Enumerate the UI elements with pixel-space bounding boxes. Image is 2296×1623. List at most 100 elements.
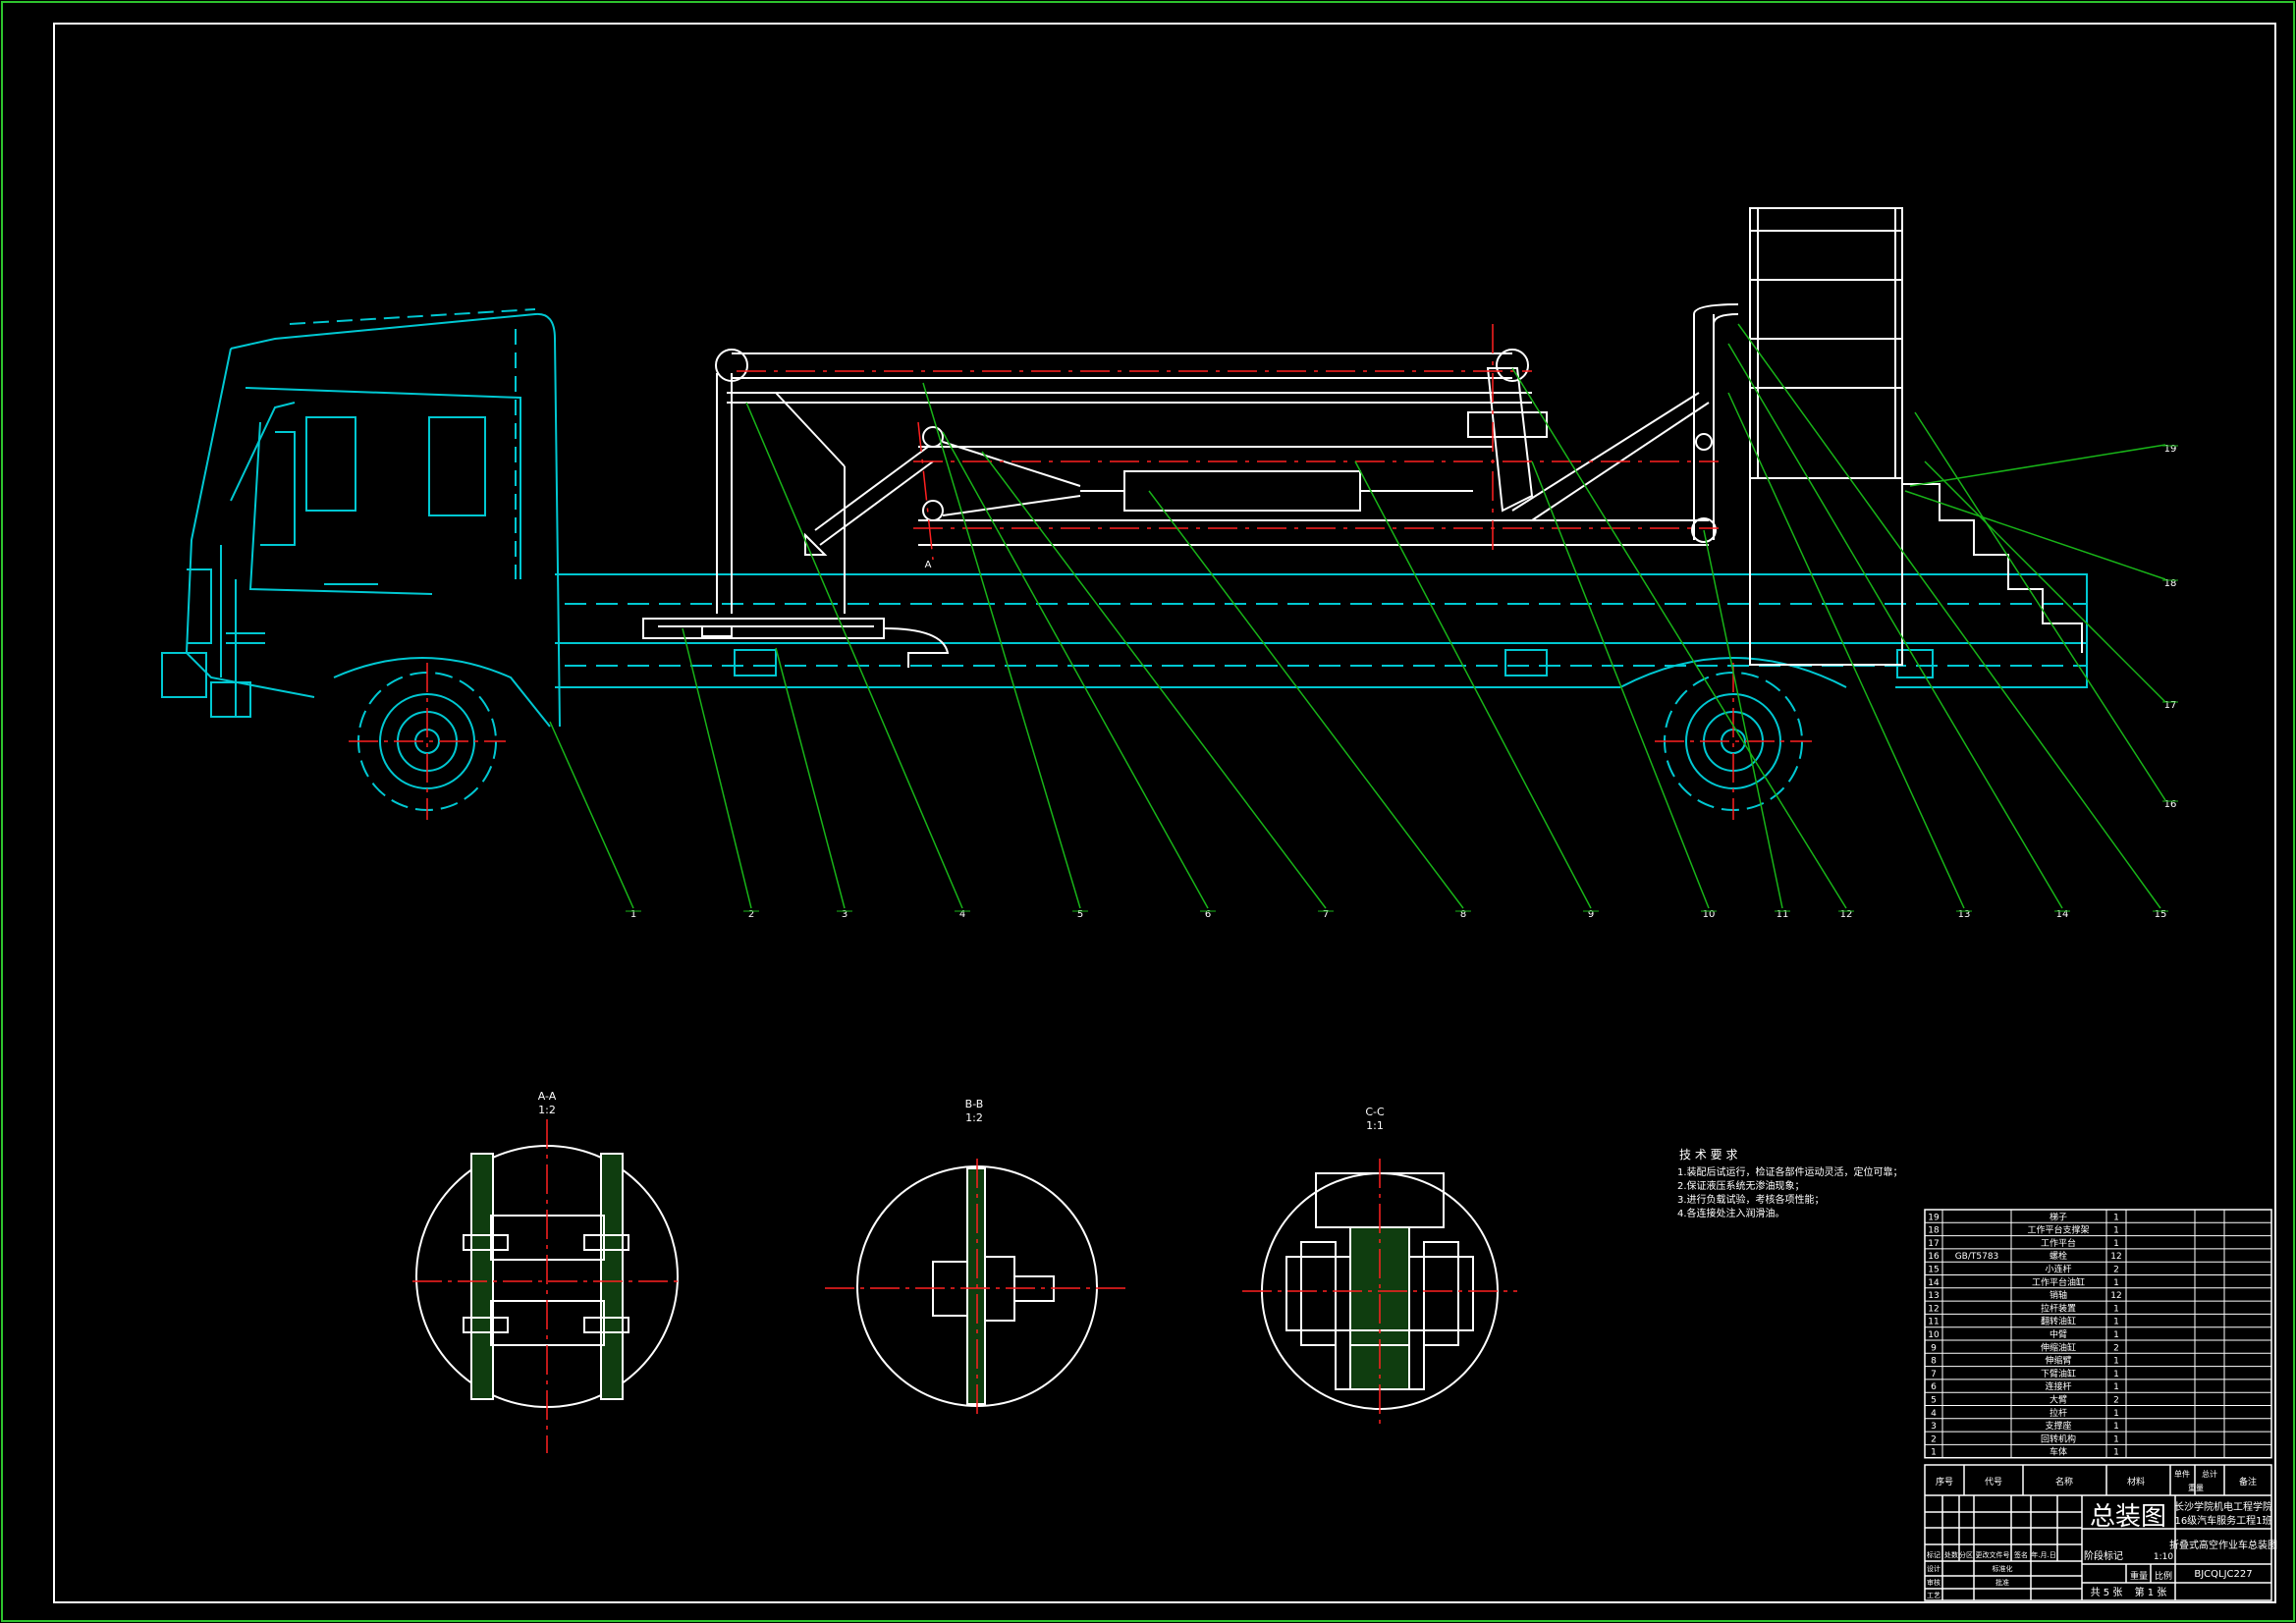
bom-no: 4	[1931, 1409, 1937, 1419]
bom-name: 大臂	[2050, 1394, 2067, 1406]
bom-name: 车体	[2050, 1446, 2067, 1458]
callout-label: 11	[1777, 909, 1789, 920]
bom-name: 梯子	[2050, 1211, 2067, 1222]
callout-label: 9	[1588, 909, 1594, 920]
bom-qty: 2	[2113, 1266, 2119, 1275]
callout-label: 13	[1958, 909, 1971, 920]
truck-cab	[161, 308, 561, 728]
bom-name: 连接杆	[2045, 1380, 2071, 1392]
callout-label: 18	[2164, 578, 2177, 589]
bom-header-row: 序号代号名称材料单件总计重量备注	[1936, 1469, 2257, 1492]
callout-label: 8	[1460, 909, 1466, 920]
section-c-c	[1242, 1159, 1517, 1424]
callout-label: 19	[2164, 444, 2177, 455]
title-block	[1924, 1464, 2272, 1601]
callout-label: 1	[630, 909, 636, 920]
bom-qty: 1	[2113, 1370, 2119, 1380]
bom-qty: 1	[2113, 1409, 2119, 1419]
bom-no: 18	[1928, 1226, 1940, 1236]
callout-label: 16	[2164, 799, 2177, 810]
notes-header: 技 术 要 求	[1679, 1148, 1737, 1162]
bom-name: 拉杆装置	[2041, 1302, 2076, 1314]
role-label: 分区	[1959, 1550, 1973, 1559]
bom-no: 9	[1931, 1343, 1937, 1353]
bom-name: 工作平台	[2041, 1237, 2076, 1249]
role-label: 更改文件号	[1976, 1550, 2010, 1559]
bom-qty: 12	[2110, 1252, 2121, 1262]
bom-header-single: 单件	[2174, 1469, 2190, 1479]
bom-no: 12	[1928, 1304, 1939, 1314]
section-c-label: C-C	[1365, 1106, 1385, 1118]
section-a-label: A-A	[538, 1090, 557, 1103]
arrow-label-a: A	[925, 560, 932, 570]
callout-label: 5	[1077, 909, 1083, 920]
bom-no: 11	[1928, 1318, 1939, 1327]
callout-label: 12	[1840, 909, 1853, 920]
role-label: 签名	[2014, 1550, 2028, 1559]
callout-label: 17	[2164, 700, 2177, 711]
bom-no: 6	[1931, 1382, 1937, 1392]
note-line: 4.各连接处注入润滑油。	[1677, 1207, 1785, 1219]
callout-label: 14	[2056, 909, 2069, 920]
bom-no: 3	[1931, 1422, 1937, 1432]
bom-header-total: 总计	[2202, 1469, 2217, 1479]
bom-qty: 1	[2113, 1226, 2119, 1236]
boom-structure	[642, 207, 2083, 668]
bom-qty: 12	[2110, 1291, 2121, 1301]
front-wheel	[349, 663, 506, 820]
drawing-title: 总装图	[2090, 1502, 2166, 1532]
note-line: 3.进行负载试验，考核各项性能；	[1677, 1193, 1825, 1206]
callout-label: 15	[2155, 909, 2167, 920]
role-label: 处数	[1944, 1550, 1958, 1559]
bom-header-code: 代号	[1985, 1477, 2002, 1488]
callout-label: 7	[1323, 909, 1329, 920]
title-block-role-labels: 标记处数分区更改文件号签名年.月.日	[1927, 1550, 2056, 1559]
note-line: 2.保证液压系统无渗油现象；	[1677, 1179, 1805, 1192]
sign-label: 工艺	[1927, 1592, 1941, 1599]
callout-label: 4	[959, 909, 965, 920]
bom-no: 16	[1928, 1252, 1940, 1262]
bom-name: 支撑座	[2045, 1420, 2071, 1432]
sign-extra-label: 标准化	[1993, 1564, 2013, 1573]
section-b-scale: 1:2	[965, 1111, 983, 1124]
sheet-number: 第 1 张	[2135, 1586, 2167, 1598]
bom-qty: 2	[2113, 1343, 2119, 1353]
bom-name: 工作平台油缸	[2032, 1276, 2085, 1288]
bom-no: 8	[1931, 1357, 1937, 1367]
bom-qty: 1	[2113, 1278, 2119, 1288]
callout-label: 10	[1703, 909, 1716, 920]
stage-label: 阶段标记	[2084, 1549, 2123, 1562]
bom-qty: 1	[2113, 1448, 2119, 1458]
inner-border	[53, 23, 2276, 1603]
bom-header-name: 名称	[2055, 1476, 2073, 1488]
bom-name: 伸缩油缸	[2041, 1341, 2076, 1353]
boom-centerlines	[737, 324, 1719, 561]
bom-name: 螺栓	[2050, 1250, 2067, 1262]
bom-header-material: 材料	[2127, 1476, 2145, 1488]
callout-label: 2	[748, 909, 754, 920]
bom-name: 销轴	[2050, 1289, 2067, 1301]
bom-qty: 1	[2113, 1422, 2119, 1432]
bom-no: 1	[1931, 1448, 1937, 1458]
section-b-label: B-B	[965, 1098, 984, 1110]
bom-name: 小连杆	[2045, 1264, 2071, 1275]
weight-label: 重量	[2130, 1570, 2148, 1582]
bom-name: 拉杆	[2050, 1407, 2067, 1419]
bom-header-weight: 重量	[2188, 1483, 2204, 1492]
section-c-scale: 1:1	[1366, 1119, 1384, 1132]
bom-name: 中臂	[2050, 1328, 2067, 1340]
class-name: 16级汽车服务工程1班	[2174, 1514, 2271, 1527]
bom-name: 回转机构	[2041, 1433, 2076, 1444]
bom-frame	[1924, 1209, 2272, 1459]
bom-no: 2	[1931, 1434, 1937, 1444]
sign-extra-label: 批准	[1995, 1578, 2009, 1587]
role-label: 年.月.日	[2031, 1550, 2055, 1559]
callout-label: 3	[842, 909, 847, 920]
bom-qty: 1	[2113, 1382, 2119, 1392]
bom-code: GB/T5783	[1955, 1252, 1999, 1262]
role-label: 标记	[1927, 1550, 1941, 1559]
section-b-b	[825, 1159, 1129, 1419]
